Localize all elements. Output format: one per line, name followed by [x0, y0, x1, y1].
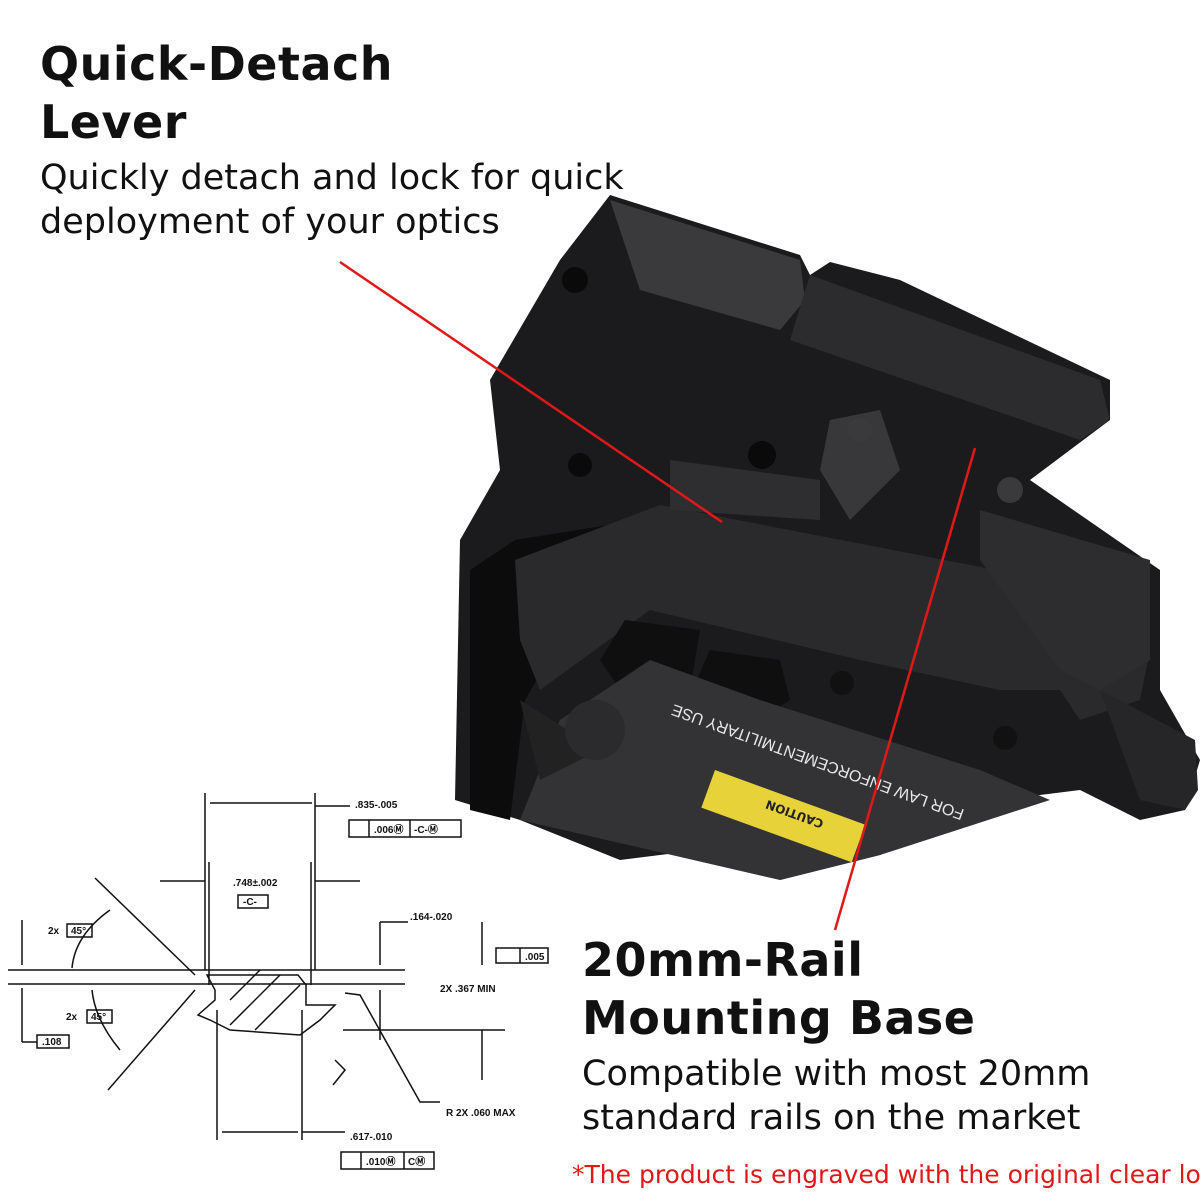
svg-text:.010Ⓜ: .010Ⓜ	[366, 1155, 395, 1168]
svg-text:2x: 2x	[66, 1012, 78, 1023]
svg-text:.108: .108	[42, 1037, 62, 1048]
lever-desc-line2: deployment of your optics	[40, 202, 500, 242]
svg-text:.006Ⓜ: .006Ⓜ	[374, 823, 403, 836]
svg-text:R 2X .060 MAX: R 2X .060 MAX	[446, 1108, 516, 1119]
base-title-line2: Mounting Base	[582, 991, 976, 1045]
lever-desc-line1: Quickly detach and lock for quick	[40, 158, 624, 198]
svg-text:-C-Ⓜ: -C-Ⓜ	[414, 823, 438, 836]
rail-dimension-drawing	[8, 793, 549, 1170]
svg-text:45°: 45°	[71, 926, 86, 937]
svg-text:.617-.010: .617-.010	[350, 1132, 393, 1143]
base-desc-line2: standard rails on the market	[582, 1098, 1081, 1138]
lever-title-line2: Lever	[40, 95, 187, 149]
base-title-line1: 20mm-Rail	[582, 933, 864, 987]
svg-text:.164-.020: .164-.020	[410, 912, 453, 923]
base-pointer-line	[833, 447, 977, 931]
svg-text:.835-.005: .835-.005	[355, 800, 398, 811]
drawing-labels: .835-.005 .006Ⓜ -C-Ⓜ .748±.002 -C- .164-…	[42, 800, 545, 1168]
lever-title-line1: Quick-Detach	[40, 37, 393, 91]
svg-text:.005: .005	[525, 952, 545, 963]
svg-text:CⓂ: CⓂ	[408, 1155, 425, 1168]
svg-text:-C-: -C-	[243, 897, 257, 908]
caution-label	[701, 770, 866, 863]
svg-text:2x: 2x	[48, 926, 60, 937]
svg-text:45°: 45°	[91, 1012, 106, 1023]
lever-pointer-line	[339, 260, 723, 524]
red-dot-sight: CAUTION FOR LAW ENFORCEMENTMILITARY USE	[455, 195, 1200, 880]
base-desc-line1: Compatible with most 20mm	[582, 1054, 1091, 1094]
svg-text:.748±.002: .748±.002	[233, 878, 278, 889]
svg-text:2X .367 MIN: 2X .367 MIN	[440, 984, 496, 995]
footnote: *The product is engraved with the origin…	[572, 1160, 1200, 1189]
